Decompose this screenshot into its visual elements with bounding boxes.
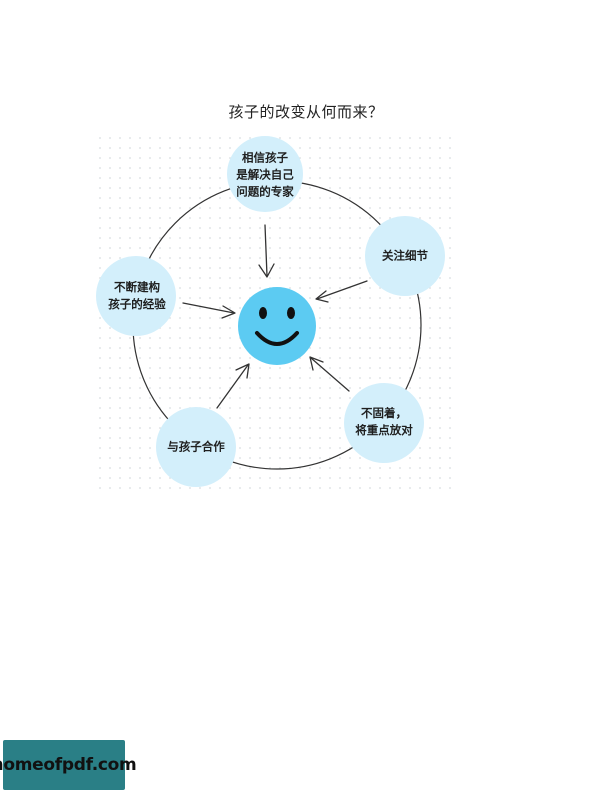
arrow-from-bottom-left xyxy=(216,363,250,409)
diagram-canvas xyxy=(95,133,455,495)
watermark-text: homeofpdf.com xyxy=(0,755,137,775)
node-label-cooperate: 与孩子合作 xyxy=(167,439,225,454)
node-label-focus-details: 关注细节 xyxy=(382,248,428,263)
smiley-face-icon xyxy=(238,287,316,365)
node-circle-trust-child xyxy=(227,136,303,212)
arrow-from-top xyxy=(258,224,275,278)
node-circle-focus-details xyxy=(365,216,445,296)
arrow-from-right xyxy=(315,280,368,303)
node-label-build-experience: 不断建构 孩子的经验 xyxy=(108,280,166,311)
smiley-left-eye xyxy=(259,307,267,319)
page-title: 孩子的改变从何而来？ xyxy=(228,103,384,121)
change-diagram: 相信孩子 是解决自己 问题的专家 关注细节 不固着， 将重点放对 与孩子合作 不… xyxy=(95,133,455,495)
smiley-right-eye xyxy=(287,307,295,319)
watermark-badge: homeofpdf.com xyxy=(0,740,137,790)
node-circle-cooperate xyxy=(156,407,236,487)
node-label-trust-child: 相信孩子 是解决自己 问题的专家 xyxy=(236,150,294,199)
arrow-from-left xyxy=(182,302,236,319)
smiley-face-circle xyxy=(238,287,316,365)
arrow-from-bottom-right xyxy=(309,356,350,392)
node-circle-build-experience xyxy=(96,256,176,336)
node-label-not-fixated: 不固着， 将重点放对 xyxy=(355,406,413,437)
node-circle-not-fixated xyxy=(344,383,424,463)
smiley-mouth xyxy=(255,331,299,346)
